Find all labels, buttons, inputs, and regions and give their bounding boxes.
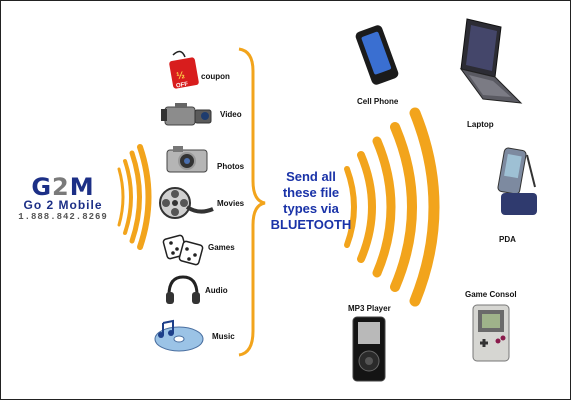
message-line-3: types via	[283, 201, 339, 216]
film-reel-icon	[159, 187, 214, 219]
music-cd-icon	[154, 319, 204, 352]
message-line-2: these file	[282, 185, 340, 200]
logo-brand-2: 2	[52, 173, 70, 201]
label-pda: PDA	[499, 235, 516, 244]
headphones-icon	[166, 275, 200, 304]
message-line-4: BLUETOOTH	[270, 217, 352, 232]
label-movies: Movies	[217, 199, 245, 208]
message-line-1: Send all	[286, 169, 336, 184]
photo-camera-icon	[166, 146, 208, 173]
cell-phone-icon	[355, 25, 399, 85]
bluetooth-message: Send all these file types via BLUETOOTH	[263, 169, 359, 233]
label-games: Games	[208, 243, 235, 252]
label-game-console: Game Consol	[465, 290, 517, 299]
logo-brand-g: G	[31, 173, 53, 201]
logo-subtitle: Go 2 Mobile	[23, 198, 103, 212]
label-video: Video	[220, 110, 242, 119]
mp3-player-icon	[352, 316, 386, 382]
dice-icon	[162, 234, 204, 266]
logo-waves	[117, 144, 152, 250]
svg-text:½: ½	[176, 70, 186, 82]
logo-brand-m: M	[69, 173, 95, 201]
left-brace	[238, 47, 266, 357]
label-mp3-player: MP3 Player	[348, 304, 391, 313]
label-photos: Photos	[217, 162, 245, 171]
label-laptop: Laptop	[467, 120, 494, 129]
logo-phone: 1.888.842.8269	[18, 212, 108, 222]
bluetooth-waves	[344, 107, 440, 307]
game-console-icon	[472, 304, 510, 362]
pda-icon	[497, 147, 537, 215]
video-camera-icon	[161, 103, 212, 126]
label-coupon: coupon	[201, 72, 230, 81]
coupon-icon: ½ OFF	[169, 50, 199, 90]
laptop-icon	[459, 18, 523, 104]
label-cell-phone: Cell Phone	[357, 97, 399, 106]
label-audio: Audio	[205, 286, 228, 295]
g2m-logo: G2M Go 2 Mobile 1.888.842.8269	[11, 175, 115, 223]
logo-brand: G2M	[11, 175, 115, 199]
label-music: Music	[212, 332, 235, 341]
svg-text:OFF: OFF	[176, 81, 189, 89]
